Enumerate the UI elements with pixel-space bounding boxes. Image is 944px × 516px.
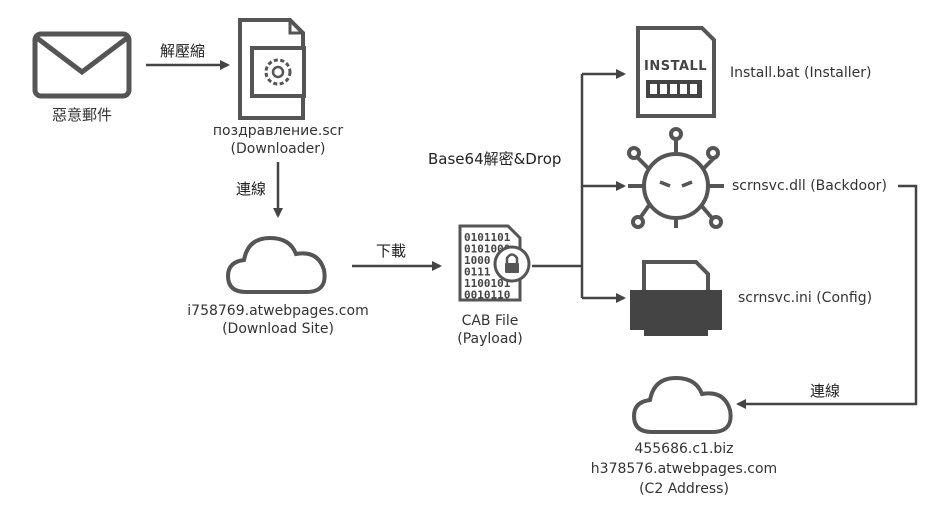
cab-filename: CAB File [461,313,519,329]
download-site-host: i758769.atwebpages.com [187,303,369,319]
installer-file-icon [636,26,716,118]
config-label: scrnsvc.ini (Config) [738,290,873,306]
c2-role: (C2 Address) [639,481,729,497]
cab-binary-row: 0010110 [464,289,510,302]
download-site-role: (Download Site) [222,321,334,337]
connectors [146,60,918,409]
envelope-icon [32,31,132,99]
edge-label-download: 下載 [376,242,407,260]
config-file-icon [630,260,722,336]
backdoor-label: scrnsvc.dll (Backdoor) [732,178,887,194]
c2-host-1: 455686.c1.biz [634,441,734,457]
screensaver-file-icon [238,18,306,120]
c2-host-2: h378576.atwebpages.com [590,461,778,477]
installer-badge: INSTALL [644,59,708,74]
edge-label-decode-drop: Base64解密&Drop [428,150,562,168]
installer-label: Install.bat (Installer) [730,65,872,81]
edge-label-connect-1: 連線 [236,180,267,198]
cab-binary-row: 1000 [464,254,491,267]
cab-binary-row: 1100101 [464,277,511,290]
cab-binary-row: 0111 [464,266,491,279]
arrow-backdoor-to-c2 [736,184,918,409]
c2-cloud-icon [631,375,733,434]
edge-label-connect-2: 連線 [810,382,841,400]
email-label: 惡意郵件 [51,106,113,124]
cab-role: (Payload) [457,331,523,347]
virus-icon [627,127,724,229]
edge-label-unzip: 解壓縮 [160,42,206,60]
download-site-cloud-icon [225,235,327,294]
downloader-filename: поздравление.scr [212,123,344,139]
cab-binary-row: 0101101 [464,231,511,244]
downloader-role: (Downloader) [230,141,326,157]
